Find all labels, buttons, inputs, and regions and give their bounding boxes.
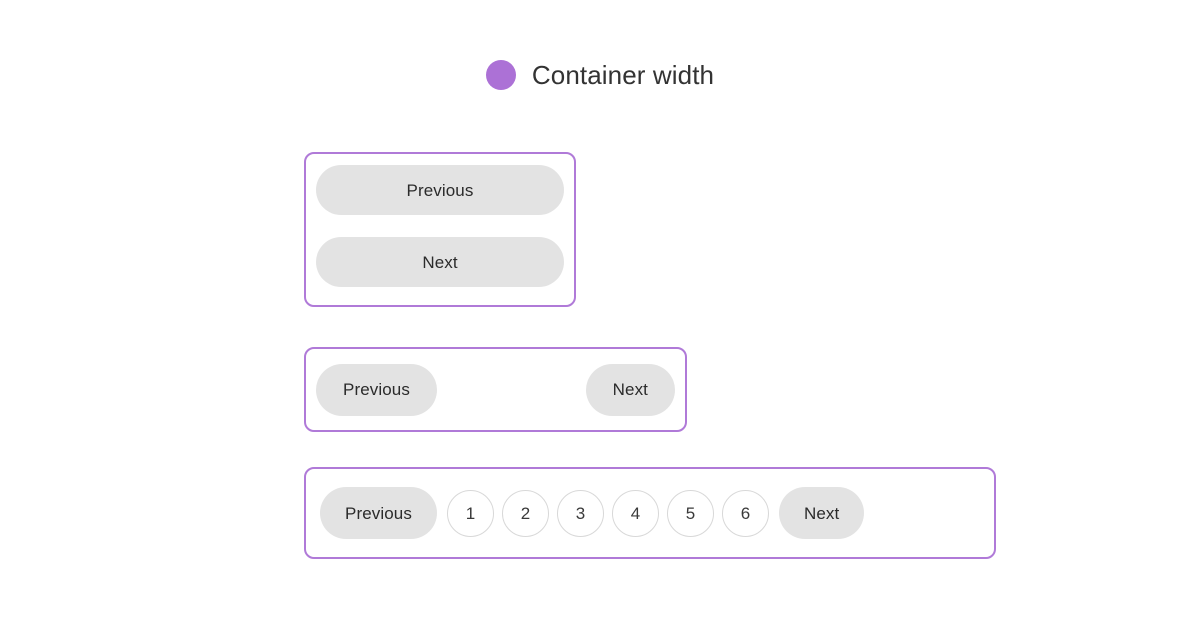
page-number-button[interactable]: 4	[611, 489, 659, 537]
previous-button[interactable]: Previous	[316, 165, 564, 215]
previous-button[interactable]: Previous	[316, 363, 437, 416]
next-button[interactable]: Next	[316, 237, 564, 287]
page-heading: Container width	[0, 60, 1200, 90]
page-number-button[interactable]: 2	[501, 489, 549, 537]
page-title: Container width	[531, 60, 715, 90]
page-number-button[interactable]: 1	[446, 489, 494, 537]
next-button[interactable]: Next	[778, 487, 865, 539]
next-button[interactable]: Next	[585, 363, 675, 416]
purple-dot-icon	[485, 60, 516, 90]
pagination-container-spread: Previous Next	[304, 347, 687, 432]
pagination-container-stacked: Previous Next	[304, 152, 576, 307]
previous-button[interactable]: Previous	[320, 487, 437, 539]
page-number-button[interactable]: 6	[721, 489, 769, 537]
pagination-container-numbered: Previous 1 2 3 4 5 6 Next	[304, 467, 996, 559]
page-number-list: 1 2 3 4 5 6	[446, 489, 769, 537]
page-number-button[interactable]: 3	[556, 489, 604, 537]
page-number-button[interactable]: 5	[666, 489, 714, 537]
